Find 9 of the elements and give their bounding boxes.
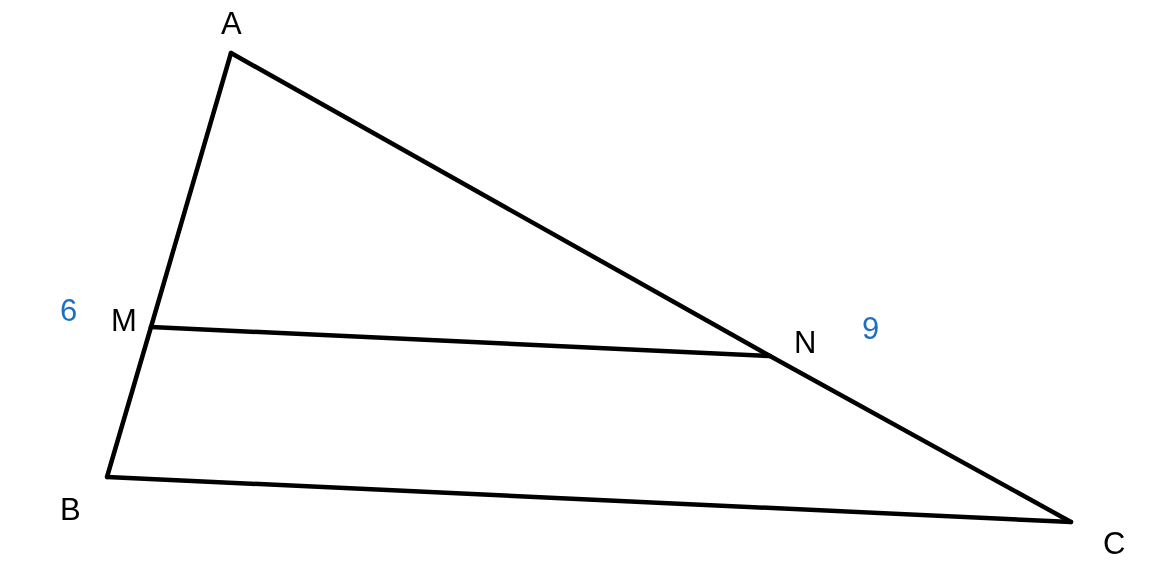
vertex-label: B xyxy=(60,494,81,525)
vertex-label: M xyxy=(111,305,137,336)
line-segment xyxy=(148,324,773,359)
vertex-label: A xyxy=(221,8,242,39)
line-segment xyxy=(767,353,1074,525)
length-label: 9 xyxy=(862,313,880,344)
length-label: 6 xyxy=(60,295,78,326)
vertex-label: C xyxy=(1103,528,1126,559)
vertex-label: N xyxy=(794,327,817,358)
